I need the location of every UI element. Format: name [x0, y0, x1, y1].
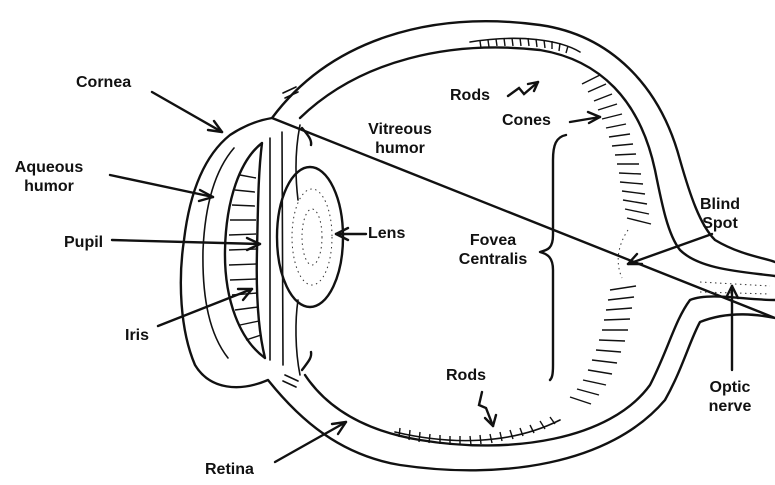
cornea-inner-outline [203, 148, 234, 358]
retina-label: Retina [205, 460, 254, 479]
lens-shape [277, 167, 343, 307]
blind-spot-label-line2: Spot [690, 214, 750, 233]
fovea-centralis-label-line2: Centralis [448, 250, 538, 269]
vitreous-humor-label: Vitreous humor [355, 120, 445, 158]
blind-spot-label-line1: Blind [690, 195, 750, 214]
fovea-bracket [540, 135, 566, 380]
optic-nerve-label: Optic nerve [695, 378, 765, 416]
vitreous-humor-label-line1: Vitreous [355, 120, 445, 139]
cones-upper-band [582, 75, 651, 224]
fovea-centralis-label-line1: Fovea [448, 231, 538, 250]
cones-lower-band [570, 286, 636, 404]
iris-shape [225, 143, 265, 358]
rods-top-label: Rods [450, 86, 490, 105]
cones-label: Cones [502, 111, 551, 130]
cornea-label: Cornea [76, 73, 131, 92]
optic-nerve-label-line1: Optic [695, 378, 765, 397]
aqueous-humor-label-line1: Aqueous [4, 158, 94, 177]
aqueous-humor-label: Aqueous humor [4, 158, 94, 196]
blind-spot-label: Blind Spot [690, 195, 750, 233]
rods-bottom-band [395, 417, 560, 445]
ciliary-body [270, 125, 311, 375]
vitreous-humor-label-line2: humor [355, 139, 445, 158]
lens-label: Lens [368, 224, 405, 243]
pupil-label: Pupil [64, 233, 103, 252]
rods-top-band [470, 38, 580, 53]
optic-nerve-label-line2: nerve [695, 397, 765, 416]
rods-bottom-label: Rods [446, 366, 486, 385]
fovea-dotted-curve [618, 230, 628, 278]
iris-label: Iris [125, 326, 149, 345]
fovea-centralis-label: Fovea Centralis [448, 231, 538, 269]
aqueous-humor-label-line2: humor [4, 177, 94, 196]
